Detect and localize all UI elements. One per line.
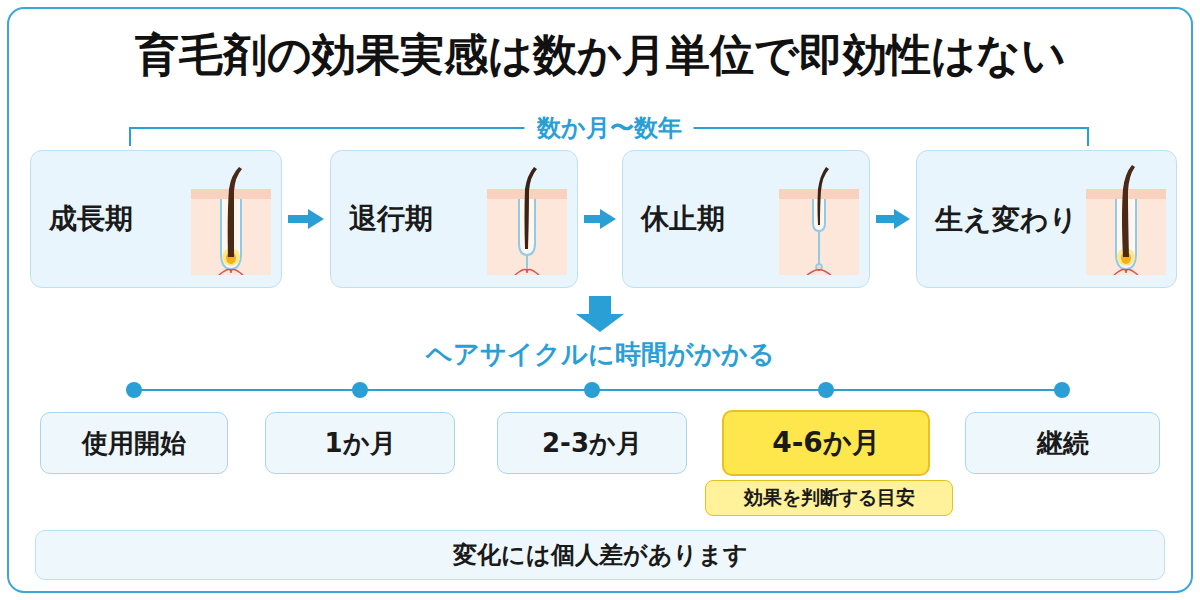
timeline-box: 2-3か月 <box>497 412 687 474</box>
phase-box: 成長期 <box>30 150 282 288</box>
timeline-box: 継続 <box>965 412 1160 474</box>
note-band: 変化には個人差があります <box>35 530 1165 580</box>
timeline <box>126 382 1070 398</box>
hair-anagen <box>191 165 271 275</box>
node-label: 使用開始 <box>82 426 186 461</box>
phase-box: 休止期 <box>622 150 870 288</box>
down-arrow <box>576 296 624 332</box>
title: 育毛剤の効果実感は数か月単位で即効性はない <box>0 26 1200 85</box>
node-label: 1か月 <box>324 426 395 461</box>
hair-catagen <box>487 165 567 275</box>
phase-box: 生え変わり <box>916 150 1177 288</box>
node-label: 生え変わり <box>935 201 1078 238</box>
node-label: 2-3か月 <box>542 426 642 461</box>
cycle-arrow <box>876 215 894 223</box>
node-label: 効果を判断する目安 <box>744 485 915 511</box>
highlight-box: 4-6か月 <box>722 410 930 476</box>
node-label: 変化には個人差があります <box>453 539 748 571</box>
node-label: 継続 <box>1037 426 1089 461</box>
caption-label: 数か月〜数年 <box>525 112 694 144</box>
node-label: 退行期 <box>349 200 433 238</box>
hair-telogen <box>779 165 859 275</box>
node-label: 成長期 <box>49 200 133 238</box>
phase-box: 退行期 <box>330 150 578 288</box>
node-label: 休止期 <box>641 200 725 238</box>
note-tag: 効果を判断する目安 <box>705 480 953 516</box>
outer-frame <box>8 8 1192 592</box>
cycle-arrow <box>288 215 308 223</box>
node-label: 4-6か月 <box>772 424 880 462</box>
caption-label: ヘアサイクルに時間がかかる <box>414 337 787 372</box>
cycle-arrow <box>584 215 600 223</box>
timeline-box: 使用開始 <box>40 412 228 474</box>
timeline-box: 1か月 <box>265 412 455 474</box>
hair-regrowth <box>1086 165 1166 275</box>
